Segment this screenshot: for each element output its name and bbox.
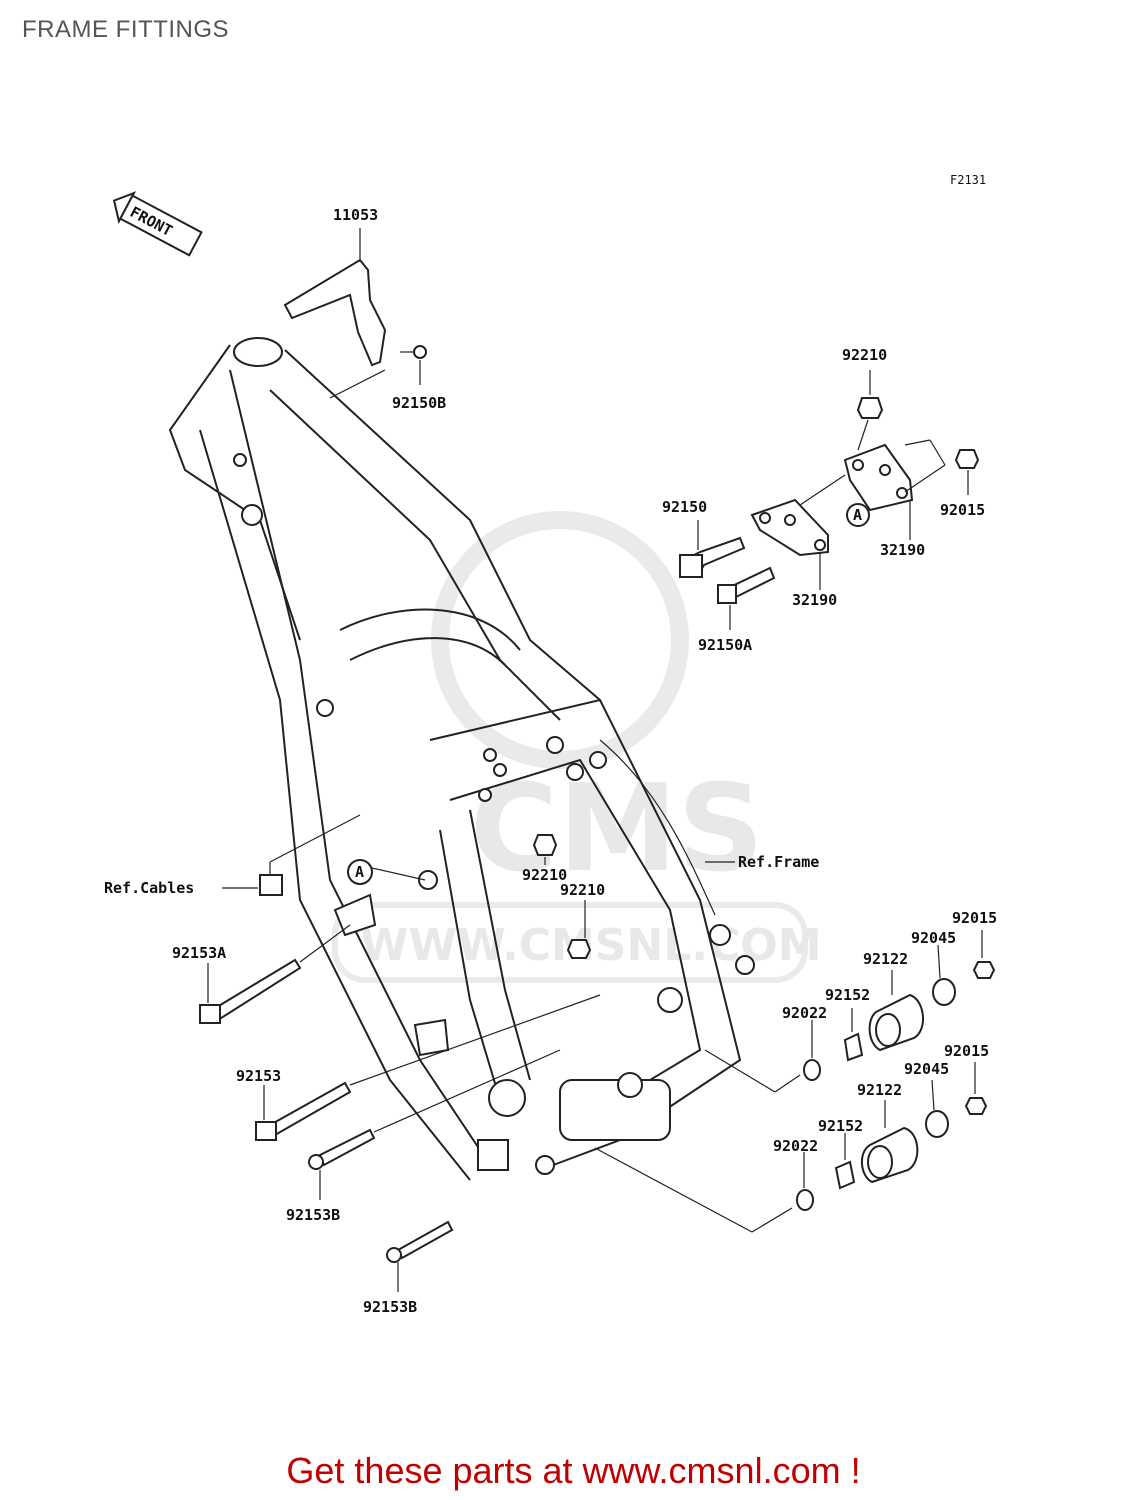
label-92153: 92153 [236,1067,281,1085]
engine-mount-group: A [679,370,980,630]
bolt-92153A [199,924,351,1024]
callout-a-upper: A [853,506,862,524]
label-92150A: 92150A [698,636,752,654]
watermark: CMS WWW.CMSNL.COM [332,511,822,983]
watermark-text: CMS [470,760,764,899]
label-92015-top: 92015 [940,501,985,519]
bolt-92153B-1 [308,1049,561,1200]
fittings-row-1 [704,930,996,1093]
figure-code: F2131 [950,173,986,187]
callout-a-frame: A [355,863,364,881]
bolt-92153B-2 [386,1220,454,1292]
label-32190-upper: 32190 [880,541,925,559]
label-92152-r2: 92152 [818,1117,863,1135]
ref-cables-clamp [222,814,361,896]
fittings-row-2 [594,1062,988,1233]
bolt-92153 [255,994,601,1141]
label-92210-mid1: 92210 [522,866,567,884]
label-92045-r2: 92045 [904,1060,949,1078]
frame-outline [168,337,755,1181]
label-92153A: 92153A [172,944,226,962]
ref-frame-label: Ref.Frame [738,853,819,871]
footer-link[interactable]: Get these parts at www.cmsnl.com ! [286,1450,861,1491]
ref-cables-label: Ref.Cables [104,879,194,897]
label-92122-r2: 92122 [857,1081,902,1099]
label-92210-mid2: 92210 [560,881,605,899]
label-92022-r1: 92022 [782,1004,827,1022]
bracket-11053 [283,228,427,399]
label-92045-r1: 92045 [911,929,956,947]
page-title: FRAME FITTINGS [22,16,229,43]
front-arrow-icon: FRONT [112,191,203,257]
label-92210-top: 92210 [842,346,887,364]
label-92015-r1: 92015 [952,909,997,927]
mid-nuts [532,834,592,959]
label-92122-r1: 92122 [863,950,908,968]
label-32190-lower: 32190 [792,591,837,609]
label-92015-r2: 92015 [944,1042,989,1060]
label-92153B-1: 92153B [286,1206,340,1224]
label-92150: 92150 [662,498,707,516]
label-92152-r1: 92152 [825,986,870,1004]
label-92022-r2: 92022 [773,1137,818,1155]
label-11053: 11053 [333,206,378,224]
label-92150B: 92150B [392,394,446,412]
label-92153B-2: 92153B [363,1298,417,1316]
